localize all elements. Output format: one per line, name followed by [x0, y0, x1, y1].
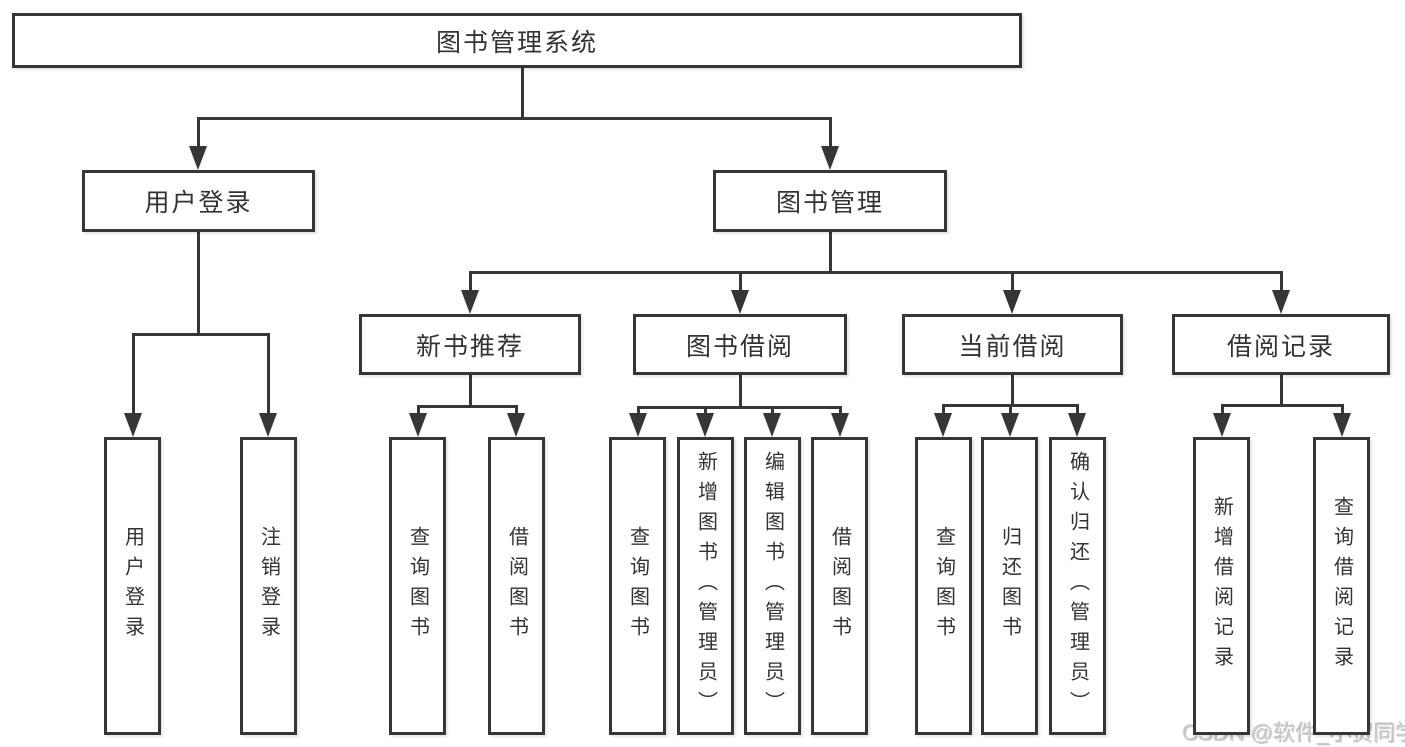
arrowhead-icon [1001, 413, 1019, 437]
node-label: 查询借阅记录 [1330, 496, 1353, 676]
connector-line [636, 405, 842, 409]
arrowhead-icon [124, 413, 142, 437]
node-current-borrow: 当前借阅 [902, 314, 1123, 375]
connector-line [941, 405, 945, 415]
connector-line [416, 404, 518, 408]
node-label: 图书借阅 [685, 332, 794, 361]
node-leaf-confirm-return-admin: 确认归还（管理员） [1049, 437, 1106, 735]
connector-line [828, 118, 832, 148]
node-leaf-add-book-admin: 新增图书（管理员） [677, 437, 734, 735]
connector-line [468, 272, 472, 292]
node-leaf-borrow-books-1: 借阅图书 [488, 437, 545, 735]
arrowhead-icon [1003, 290, 1021, 314]
node-label: 新增借阅记录 [1210, 496, 1233, 676]
connector-line [1279, 272, 1283, 292]
node-leaf-query-borrow-record: 查询借阅记录 [1313, 437, 1370, 735]
connector-line [1220, 403, 1344, 407]
arrowhead-icon [763, 413, 781, 437]
connector-line [738, 375, 742, 409]
connector-line [770, 407, 774, 415]
node-label: 借阅记录 [1226, 332, 1335, 361]
node-leaf-return-book: 归还图书 [981, 437, 1038, 735]
arrowhead-icon [507, 413, 525, 437]
node-leaf-borrow-books-2: 借阅图书 [811, 437, 868, 735]
node-label: 新增图书（管理员） [694, 451, 717, 721]
arrowhead-icon [259, 413, 277, 437]
connector-line [196, 118, 200, 148]
node-label: 查询图书 [406, 526, 429, 646]
node-leaf-edit-book-admin: 编辑图书（管理员） [744, 437, 801, 735]
connector-line [520, 68, 524, 120]
arrowhead-icon [831, 413, 849, 437]
node-label: 图书管理系统 [435, 28, 598, 57]
connector-line [636, 407, 640, 415]
connector-line [738, 272, 742, 292]
node-new-book-recommend: 新书推荐 [359, 314, 581, 375]
connector-line [416, 406, 420, 415]
arrowhead-icon [1272, 290, 1290, 314]
node-leaf-query-books-1: 查询图书 [389, 437, 446, 735]
node-root: 图书管理系统 [12, 13, 1022, 68]
arrowhead-icon [1068, 413, 1086, 437]
arrowhead-icon [821, 146, 839, 170]
node-label: 注销登录 [257, 526, 280, 646]
connector-line [1008, 405, 1012, 415]
node-label: 用户登录 [144, 189, 253, 217]
node-label: 确认归还（管理员） [1066, 451, 1089, 721]
connector-line [828, 232, 832, 274]
connector-line [266, 334, 270, 415]
node-label: 查询图书 [626, 526, 649, 646]
arrowhead-icon [409, 413, 427, 437]
node-book-borrow: 图书借阅 [633, 314, 847, 375]
node-label: 归还图书 [998, 526, 1021, 646]
arrowhead-icon [934, 413, 952, 437]
node-label: 图书管理 [775, 189, 884, 217]
connector-line [468, 375, 472, 408]
node-leaf-query-books-3: 查询图书 [915, 437, 972, 735]
node-leaf-query-books-2: 查询图书 [609, 437, 666, 735]
connector-line [1220, 405, 1224, 415]
arrowhead-icon [461, 290, 479, 314]
arrowhead-icon [696, 413, 714, 437]
arrowhead-icon [629, 413, 647, 437]
arrowhead-icon [731, 290, 749, 314]
connector-line [196, 116, 832, 120]
connector-line [1279, 375, 1283, 407]
connector-line [1010, 272, 1014, 292]
node-label: 编辑图书（管理员） [761, 451, 784, 721]
connector-line [196, 232, 200, 336]
node-user-login: 用户登录 [82, 170, 315, 232]
node-label: 借阅图书 [505, 526, 528, 646]
connector-line [131, 332, 270, 336]
node-label: 用户登录 [121, 526, 144, 646]
arrowhead-icon [1333, 413, 1351, 437]
arrowhead-icon [1213, 413, 1231, 437]
connector-line [131, 334, 135, 415]
node-borrow-record: 借阅记录 [1172, 314, 1390, 375]
connector-line [838, 407, 842, 415]
connector-line [1340, 405, 1344, 415]
connector-line [468, 270, 1283, 274]
node-label: 借阅图书 [828, 526, 851, 646]
node-label: 新书推荐 [415, 332, 524, 361]
node-leaf-add-borrow-record: 新增借阅记录 [1193, 437, 1250, 735]
connector-line [514, 406, 518, 415]
node-leaf-user-login: 用户登录 [104, 437, 161, 735]
node-label: 当前借阅 [958, 332, 1067, 361]
node-book-management: 图书管理 [713, 170, 947, 232]
connector-line [1075, 405, 1079, 415]
node-leaf-logout: 注销登录 [240, 437, 297, 735]
connector-line [703, 407, 707, 415]
node-label: 查询图书 [932, 526, 955, 646]
connector-line [1010, 375, 1014, 407]
arrowhead-icon [189, 146, 207, 170]
